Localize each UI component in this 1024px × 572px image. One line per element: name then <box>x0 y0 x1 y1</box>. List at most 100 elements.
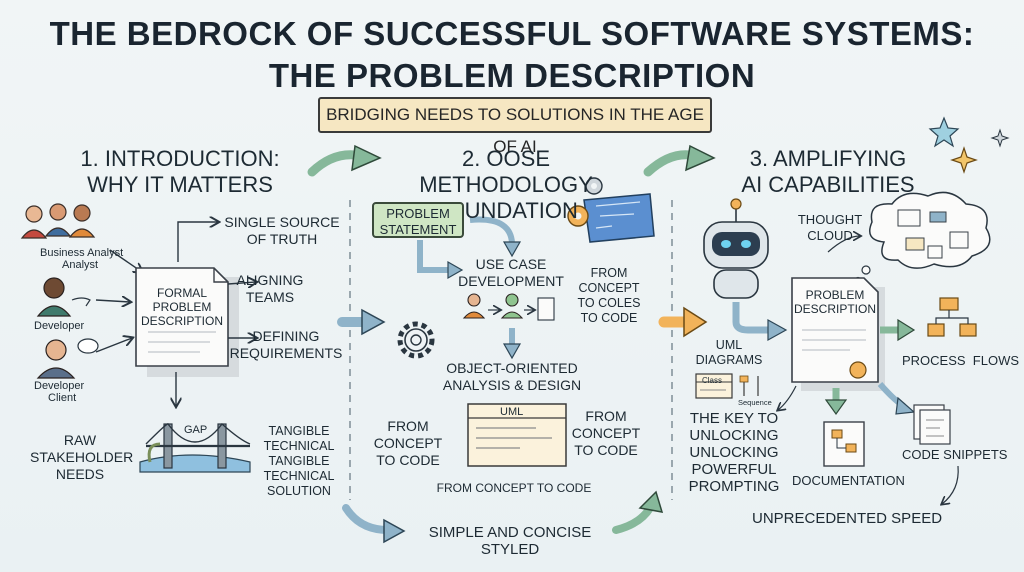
person-client-icon <box>36 338 99 379</box>
raw-line-1: RAW <box>63 432 97 448</box>
process-flows-label: PROCESS FLOWS <box>902 353 1020 368</box>
section-3-heading-line-1: 3. AMPLIFYING <box>749 146 907 171</box>
key-to-unlocking: THE KEY TO UNLOCKING UNLOCKING POWERFUL … <box>684 410 784 495</box>
right-concept-line-1: FROM <box>585 408 627 424</box>
uml-class-icon <box>695 373 759 399</box>
arrow-s2-s3-bottom <box>612 504 654 534</box>
problem-statement-line-1: PROBLEM <box>386 206 450 221</box>
benefit-1-line-2: OF TRUTH <box>246 231 318 247</box>
raw-stakeholder-needs: RAW STAKEHOLDER NEEDS <box>30 432 134 483</box>
uml-label: UML <box>500 406 524 418</box>
formal-problem-description-label: FORMAL PROBLEM DESCRIPTION <box>136 286 228 328</box>
tangible-line-3: TANGIBLE <box>268 454 330 468</box>
robot-icon <box>703 198 769 299</box>
from-concept-left: FROM CONCEPT TO CODE <box>366 418 450 469</box>
use-case-people-icon <box>462 293 555 321</box>
label-analyst: Analyst <box>62 259 99 271</box>
label-business-analyst: Business Analyst <box>40 247 124 259</box>
thought-cloud-icon <box>854 191 991 284</box>
blueprint-gears-icon <box>567 177 655 243</box>
tangible-line-1: TANGIBLE <box>268 424 330 438</box>
section-2-heading-line-1: 2. OOSE METHODOLOGY <box>419 146 593 197</box>
right-concept-line-3: TO CODE <box>574 442 638 458</box>
benefit-aligning-teams: ALIGNING TEAMS <box>228 272 312 306</box>
problem-description-doc-icon <box>791 277 885 391</box>
left-concept-line-1: FROM <box>387 418 429 434</box>
benefit-single-source: SINGLE SOURCE OF TRUTH <box>222 214 342 248</box>
uml-window-icon <box>467 403 567 467</box>
use-case-line-1: USE CASE <box>475 256 547 272</box>
tangible-line-5: SOLUTION <box>267 484 331 498</box>
thought-cloud-label: THOUGHT CLOUD <box>790 212 870 244</box>
sparkle-icon <box>950 146 978 174</box>
ooad-line-2: ANALYSIS & DESIGN <box>442 377 582 393</box>
benefit-defining-requirements: DEFINING REQUIREMENTS <box>228 328 344 362</box>
benefit-2-line-2: TEAMS <box>245 289 295 305</box>
section-1-heading-line-2: WHY IT MATTERS <box>87 172 273 197</box>
problem-statement-box: PROBLEM STATEMENT <box>372 202 464 238</box>
key-line-1: THE KEY TO <box>689 410 779 427</box>
simple-concise-styled: SIMPLE AND CONCISE STYLED <box>428 524 592 558</box>
formal-document-icon <box>135 267 239 377</box>
subtitle-ribbon: BRIDGING NEEDS TO SOLUTIONS IN THE AGE O… <box>302 97 728 156</box>
person-developer-icon <box>36 277 91 317</box>
uml-diagrams-line-1: UML <box>715 338 743 352</box>
key-line-4: POWERFUL <box>691 461 777 478</box>
sequence-label: Sequence <box>738 398 772 407</box>
label-developer-2: Developer <box>34 380 85 392</box>
person-business-analyst-icon <box>20 203 96 239</box>
unprecedented-speed-label: UNPRECEDENTED SPEED <box>752 510 943 527</box>
ooad-line-1: OBJECT-ORIENTED <box>446 360 578 376</box>
s3-doc-line-1: PROBLEM <box>805 288 865 302</box>
raw-line-3: NEEDS <box>55 466 105 482</box>
from-concept-right: FROM CONCEPT TO CODE <box>564 408 648 459</box>
star-icon <box>928 116 960 148</box>
thought-line-2: CLOUD <box>807 228 853 243</box>
code-snippets-icon <box>913 404 951 445</box>
section-1-heading-line-1: 1. INTRODUCTION: <box>80 146 280 171</box>
from-concept-to-coles: FROM CONCEPT TO COLES TO CODE <box>562 266 656 326</box>
uml-diagrams-label: UML DIAGRAMS <box>694 338 764 368</box>
section-3-heading: 3. AMPLIFYING AI CAPABILITIES <box>738 146 918 198</box>
class-label: Class <box>702 376 723 385</box>
problem-statement-line-2: STATEMENT <box>379 222 457 237</box>
problem-description-label: PROBLEM DESCRIPTION <box>792 288 878 316</box>
coles-line-2: TO COLES <box>577 296 641 310</box>
key-line-5: PROMPTING <box>688 478 780 495</box>
key-line-2: UNLOCKING <box>689 427 779 444</box>
from-concept-bottom: FROM CONCEPT TO CODE <box>436 481 592 495</box>
benefit-3-line-2: REQUIREMENTS <box>229 345 343 361</box>
section-3-heading-line-2: AI CAPABILITIES <box>741 172 915 197</box>
use-case-development: USE CASE DEVELOPMENT <box>456 256 566 290</box>
documentation-label: DOCUMENTATION <box>792 473 905 488</box>
code-snippets-label: CODE SNIPPETS <box>902 447 1008 462</box>
documentation-icon <box>823 421 865 467</box>
benefit-1-line-1: SINGLE SOURCE <box>224 214 340 230</box>
gear-icon <box>397 321 435 359</box>
title-line-2: THE PROBLEM DESCRIPTION <box>268 57 756 94</box>
tangible-line-4: TECHNICAL <box>263 469 335 483</box>
title-line-1: THE BEDROCK OF SUCCESSFUL SOFTWARE SYSTE… <box>49 15 975 52</box>
section-1-heading: 1. INTRODUCTION: WHY IT MATTERS <box>70 146 290 198</box>
right-concept-line-2: CONCEPT <box>571 425 641 441</box>
thought-line-1: THOUGHT <box>797 212 863 227</box>
object-oriented-analysis-design: OBJECT-ORIENTED ANALYSIS & DESIGN <box>430 360 594 394</box>
benefit-2-line-1: ALIGNING <box>236 272 304 288</box>
coles-line-1: FROM CONCEPT <box>578 266 640 295</box>
process-flow-icon <box>927 297 977 337</box>
sparkle-small-icon <box>990 128 1010 148</box>
doc-line-2: PROBLEM <box>152 300 212 314</box>
gap-label: GAP <box>184 424 208 436</box>
label-client: Client <box>48 392 77 404</box>
tangible-line-2: TECHNICAL <box>263 439 335 453</box>
tangible-technical-solution: TANGIBLE TECHNICAL TANGIBLE TECHNICAL SO… <box>252 424 346 499</box>
s3-doc-line-2: DESCRIPTION <box>793 302 876 316</box>
raw-line-2: STAKEHOLDER <box>30 449 134 465</box>
left-concept-line-2: CONCEPT <box>373 435 443 451</box>
arrow-s1-s2-bottom <box>342 504 392 534</box>
coles-line-3: TO CODE <box>580 311 638 325</box>
benefit-3-line-1: DEFINING <box>252 328 320 344</box>
key-line-3: UNLOCKING <box>689 444 779 461</box>
